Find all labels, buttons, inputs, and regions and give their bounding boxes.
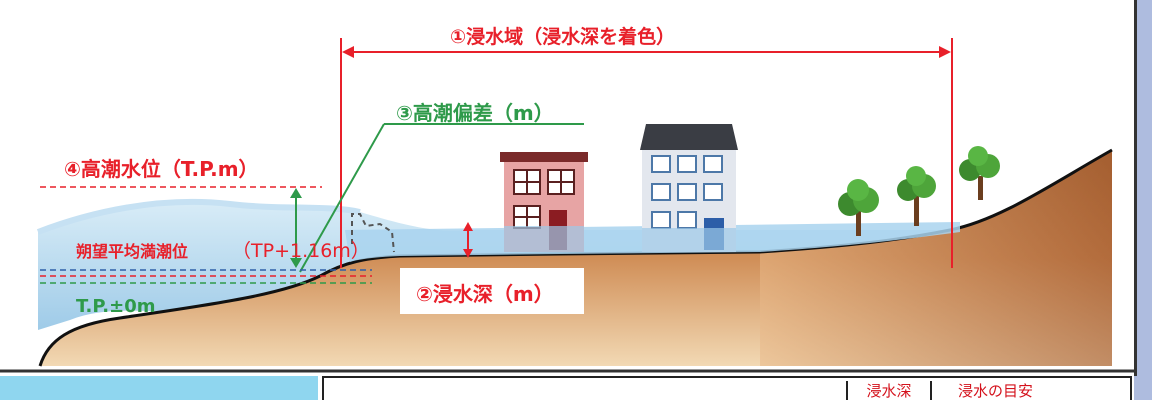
right-sidebar bbox=[1134, 0, 1152, 400]
legend-header-guide: 浸水の目安 bbox=[958, 382, 1034, 400]
legend-color-panel bbox=[0, 376, 318, 400]
storm-surge-label: ③高潮偏差（m） bbox=[396, 101, 554, 125]
flood-depth-label: ②浸水深（m） bbox=[416, 282, 554, 306]
flood-extent-label: ①浸水域（浸水深を着色） bbox=[450, 26, 676, 48]
seawall-outline bbox=[351, 213, 395, 253]
mean-high-water-value: （TP+1.16m） bbox=[232, 240, 370, 262]
high-water-line bbox=[40, 186, 322, 268]
depth-arrow bbox=[463, 222, 473, 258]
legend-header-depth: 浸水深 bbox=[846, 381, 932, 400]
surge-leader bbox=[299, 123, 584, 273]
high-water-level-label: ④高潮水位（T.P.m） bbox=[64, 157, 259, 181]
legend-table bbox=[322, 376, 1132, 400]
tp-zero-label: T.P.±0m bbox=[76, 296, 156, 317]
tree-3 bbox=[959, 146, 1000, 200]
flood-depth-label-box bbox=[400, 268, 584, 314]
reference-lines bbox=[40, 269, 372, 284]
sidebar-border bbox=[1134, 0, 1137, 376]
ground-slope bbox=[38, 148, 1113, 367]
mean-high-water-label: 朔望平均満潮位 bbox=[76, 242, 189, 261]
extent-arrow bbox=[340, 38, 953, 268]
tree-1 bbox=[838, 179, 879, 236]
red-house bbox=[500, 152, 588, 252]
tree-2 bbox=[897, 166, 936, 226]
grey-building bbox=[640, 124, 738, 252]
